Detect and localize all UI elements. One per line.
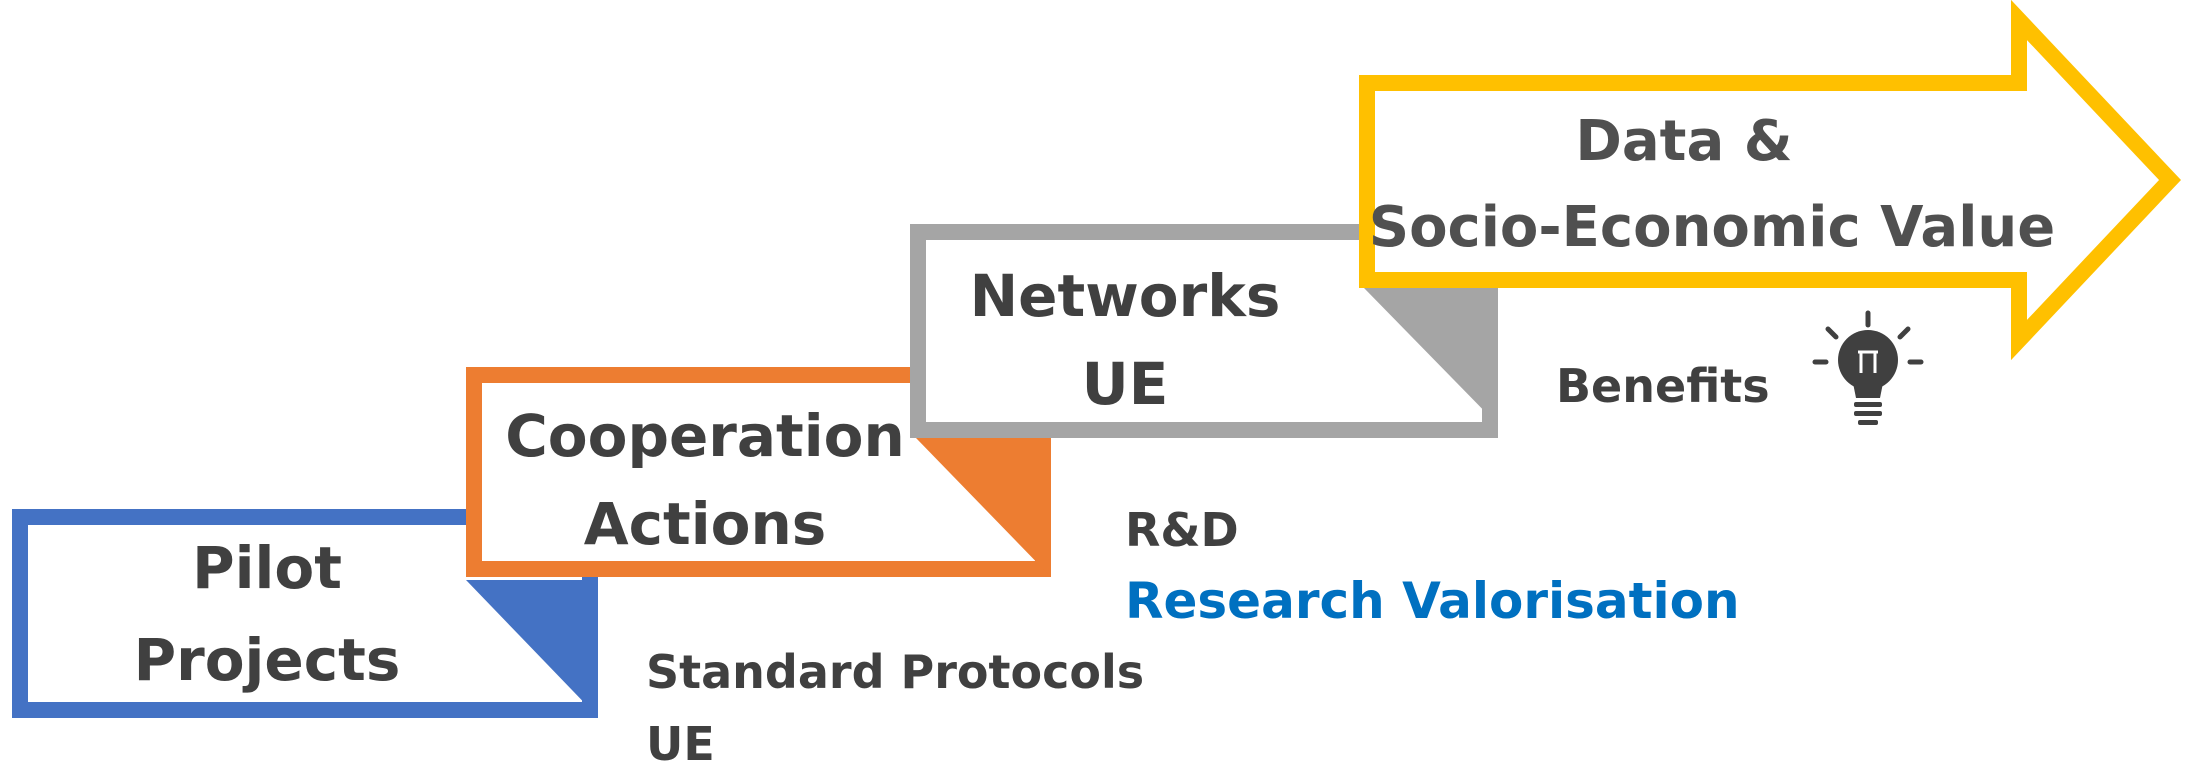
step-pilot-projects-title-line1: Pilot — [192, 534, 342, 602]
step-pilot-projects-fold — [466, 580, 598, 717]
step-data-value-arrow — [1359, 0, 2182, 361]
step-data-value: Data & Socio-Economic Value — [1359, 0, 2182, 361]
step-networks-ue-title-line1: Networks — [970, 262, 1281, 330]
step-networks-ue: Networks UE — [910, 224, 1498, 438]
caption-standard-protocols-ue: UE — [646, 717, 715, 765]
step-cooperation-actions-title-line1: Cooperation — [505, 402, 905, 470]
step-cooperation-actions-title-line2: Actions — [584, 490, 827, 558]
caption-benefits: Benefits — [1556, 359, 1770, 413]
lightbulb-icon — [1812, 310, 1924, 425]
step-data-value-title-line1: Data & — [1575, 109, 1792, 174]
step-cooperation-actions-fold — [916, 438, 1051, 577]
caption-standard-protocols: Standard Protocols — [646, 645, 1144, 699]
caption-research-valorisation: Research Valorisation — [1125, 572, 1740, 630]
step-networks-ue-title-line2: UE — [1082, 350, 1169, 418]
step-networks-ue-fold — [1364, 288, 1498, 425]
step-pilot-projects-title-line2: Projects — [134, 626, 401, 694]
step-data-value-title-line2: Socio-Economic Value — [1369, 195, 2056, 260]
caption-rd: R&D — [1125, 503, 1239, 557]
